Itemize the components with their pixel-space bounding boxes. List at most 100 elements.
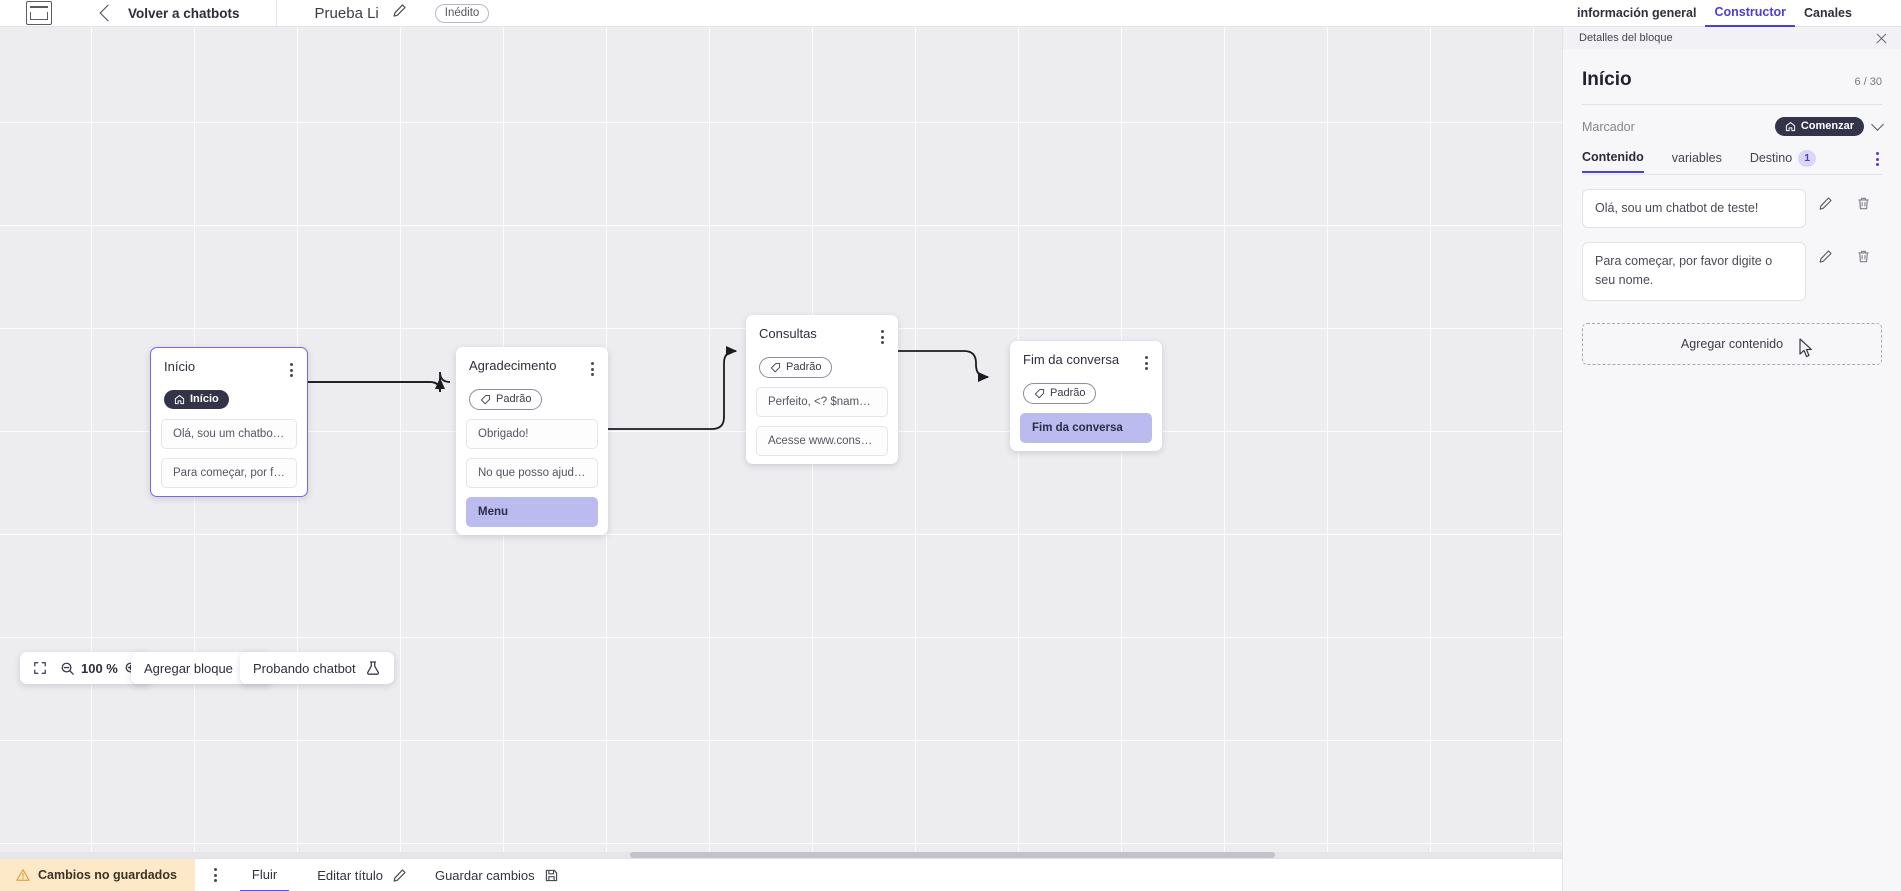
node-title: Agradecimento — [469, 358, 557, 373]
divider — [1582, 104, 1882, 105]
trash-icon — [1857, 197, 1869, 209]
node-title: Consultas — [759, 326, 817, 341]
edit-content-button[interactable] — [1806, 189, 1844, 211]
block-details-panel: Detalles del bloque Início 6 / 30 Marcad… — [1562, 27, 1901, 891]
pencil-icon — [1819, 250, 1832, 263]
panel-tabs-kebab-menu-icon[interactable] — [1873, 148, 1882, 170]
node-title: Fim da conversa — [1023, 352, 1120, 367]
save-changes-button[interactable]: Guardar cambios — [435, 868, 559, 883]
canvas-horizontal-scrollbar[interactable] — [0, 852, 1562, 858]
panel-header-title: Detalles del bloque — [1579, 32, 1673, 44]
tab-canales[interactable]: Canales — [1804, 6, 1852, 20]
edit-content-button[interactable] — [1806, 242, 1844, 264]
delete-content-button[interactable] — [1844, 242, 1882, 264]
panel-title-row: Início 6 / 30 — [1582, 49, 1882, 91]
zoom-toolbar: 100 % — [20, 652, 152, 684]
trash-icon — [1857, 250, 1869, 263]
flow-node-consultas[interactable]: Consultas Padrão Perfeito, <? $name ?>! … — [746, 315, 898, 464]
content-item-row: Olá, sou um chatbot de teste! — [1582, 188, 1882, 229]
node-tag-label: Padrão — [496, 393, 532, 405]
page-title: Prueba Li — [314, 4, 379, 22]
char-counter: 6 / 30 — [1854, 76, 1882, 88]
content-item-row: Para começar, por favor digite o seu nom… — [1582, 242, 1882, 301]
content-text[interactable]: Olá, sou um chatbot de teste! — [1582, 188, 1806, 229]
node-slot[interactable]: Obrigado! — [466, 419, 598, 449]
chevron-left-icon[interactable] — [99, 4, 117, 22]
node-title: Início — [164, 359, 196, 374]
edit-title-label: Editar título — [317, 867, 383, 883]
close-icon[interactable] — [1875, 32, 1888, 45]
marker-badge[interactable]: Comenzar — [1774, 117, 1864, 136]
zoom-out-button[interactable] — [56, 652, 79, 684]
node-tag-label: Padrão — [1050, 387, 1086, 399]
add-content-button[interactable]: Agregar contenido — [1582, 322, 1882, 365]
node-header: Início — [151, 348, 307, 381]
node-menu-button[interactable] — [588, 358, 597, 380]
pencil-icon[interactable] — [392, 3, 407, 23]
node-tag-padrao: Padrão — [1023, 383, 1097, 404]
node-header: Consultas — [746, 315, 898, 348]
content-text[interactable]: Para começar, por favor digite o seu nom… — [1582, 242, 1806, 301]
flow-node-inicio[interactable]: Início Início Olá, sou um chatbot de tes… — [150, 347, 308, 497]
node-slot[interactable]: Para começar, por favor digite o ... — [161, 457, 297, 488]
tab-variables[interactable]: variables — [1672, 151, 1722, 172]
back-to-chatbots-link[interactable]: Volver a chatbots — [128, 5, 240, 21]
node-tag-inicio: Início — [164, 390, 229, 409]
app-logo-icon[interactable] — [26, 1, 52, 25]
home-icon — [174, 394, 185, 404]
tag-icon — [480, 394, 491, 404]
add-block-label: Agregar bloque — [144, 660, 233, 676]
edit-title-button[interactable]: Editar título — [317, 868, 407, 883]
mouse-cursor-icon — [1799, 338, 1812, 358]
status-kebab-menu-icon[interactable] — [211, 864, 220, 886]
node-menu-button[interactable] — [287, 359, 296, 381]
zoom-level: 100 % — [81, 660, 118, 676]
node-header: Fim da conversa — [1010, 341, 1162, 374]
panel-header: Detalles del bloque — [1563, 27, 1901, 49]
node-tag-padrao: Padrão — [759, 357, 833, 378]
unsaved-changes-badge: Cambios no guardados — [0, 858, 195, 891]
tab-fluir[interactable]: Fluir — [239, 859, 290, 891]
marker-control: Comenzar — [1774, 117, 1884, 136]
tab-contenido-label: Contenido — [1582, 150, 1644, 165]
scrollbar-thumb[interactable] — [630, 852, 1275, 858]
flow-node-fim-da-conversa[interactable]: Fim da conversa Padrão Fim da conversa — [1010, 341, 1162, 451]
warning-icon — [16, 869, 30, 881]
node-menu-button[interactable] — [1142, 352, 1151, 374]
status-badge: Inédito — [434, 3, 490, 23]
node-slot[interactable]: Perfeito, <? $name ?>! — [756, 387, 888, 417]
home-icon — [1785, 121, 1795, 131]
tab-destino[interactable]: Destino 1 — [1749, 150, 1817, 174]
node-tag-padrao: Padrão — [469, 389, 543, 410]
node-header: Agradecimento — [456, 347, 608, 380]
flow-canvas[interactable]: Início Início Olá, sou um chatbot de tes… — [0, 27, 1562, 857]
flow-node-agradecimento[interactable]: Agradecimento Padrão Obrigado! No que po… — [456, 347, 608, 535]
node-menu-button[interactable] — [878, 326, 887, 348]
node-slot-menu[interactable]: Fim da conversa — [1020, 413, 1152, 443]
delete-content-button[interactable] — [1844, 189, 1882, 211]
node-slot[interactable]: Olá, sou um chatbot de teste! — [161, 418, 297, 449]
marker-label: Marcador — [1582, 119, 1635, 134]
node-slot[interactable]: No que posso ajudar, <? $name ... — [466, 458, 598, 488]
node-slot[interactable]: Acesse www.consultas.com par... — [756, 426, 888, 456]
test-chatbot-button[interactable]: Probando chatbot — [240, 652, 394, 684]
tab-informacion-general[interactable]: información general — [1577, 6, 1697, 20]
zoom-out-icon — [61, 662, 74, 675]
tab-contenido[interactable]: Contenido — [1582, 150, 1644, 174]
unsaved-changes-label: Cambios no guardados — [38, 868, 177, 882]
toolbar-divider — [275, 0, 277, 27]
tab-constructor[interactable]: Constructor — [1705, 0, 1796, 27]
tag-icon — [1034, 388, 1045, 398]
fit-screen-icon — [34, 662, 46, 674]
save-icon — [545, 869, 557, 881]
tab-variables-label: variables — [1671, 151, 1722, 166]
tab-destino-label: Destino — [1749, 151, 1793, 166]
block-title: Início — [1582, 69, 1632, 90]
node-slot-menu[interactable]: Menu — [466, 497, 598, 527]
right-tab-bar: información general Constructor Canales — [1562, 0, 1901, 27]
pencil-icon — [1819, 197, 1832, 210]
fit-screen-button[interactable] — [20, 652, 56, 684]
chevron-down-icon[interactable] — [1871, 118, 1884, 131]
tag-icon — [770, 362, 781, 372]
bottom-status-bar: Cambios no guardados Fluir Editar título… — [0, 858, 1562, 891]
